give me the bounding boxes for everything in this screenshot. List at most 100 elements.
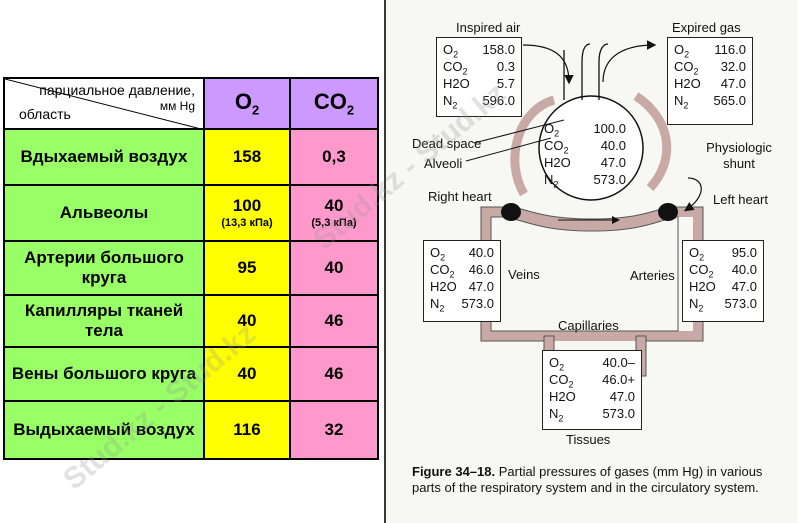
gas-name: O2 xyxy=(549,355,565,373)
physiologic-shunt-arc xyxy=(510,95,556,197)
gas-row: CO2 32.0 xyxy=(674,58,746,77)
gas-row: H2O 47.0 xyxy=(689,278,757,295)
gas-name: N2 xyxy=(430,296,445,314)
gas-value: 47.0 xyxy=(600,155,626,170)
alveolus-circle xyxy=(538,95,644,201)
gas-value: 0.3 xyxy=(496,59,515,74)
gas-value: 47.0 xyxy=(609,389,635,404)
respiratory-figure: Inspired air Expired gas Dead space Alve… xyxy=(384,0,797,523)
row-region-exhaled-air: Выдыхаемый воздух xyxy=(4,401,204,459)
right-heart-node xyxy=(501,203,521,221)
gas-value: 40.0 xyxy=(600,138,626,153)
gas-name: N2 xyxy=(544,172,559,190)
label-expired-gas: Expired gas xyxy=(672,20,741,35)
gas-value: 573.0 xyxy=(593,172,626,187)
label-capillaries: Capillaries xyxy=(558,318,619,333)
gas-value: 95.0 xyxy=(731,245,757,260)
row-o2-alveoli: 100(13,3 кПа) xyxy=(204,185,290,241)
gas-value: 32.0 xyxy=(720,59,746,74)
gas-name: CO2 xyxy=(430,262,455,280)
co2-column-header: CO2 xyxy=(290,78,378,129)
label-alveoli: Alveoli xyxy=(424,156,463,171)
gas-row: H2O 47.0 xyxy=(549,388,635,405)
gas-name: O2 xyxy=(544,121,560,139)
row-region-tissue-capillaries: Капилляры тканей тела xyxy=(4,295,204,347)
row-region-systemic-arteries: Артерии большого круга xyxy=(4,241,204,295)
o2-column-header: O2 xyxy=(204,78,290,129)
gas-value: 573.0 xyxy=(724,296,757,311)
row-region-inhaled-air: Вдыхаемый воздух xyxy=(4,129,204,185)
partial-pressure-table: парциальное давление, мм Hg область O2 C… xyxy=(3,77,379,460)
gas-value: 46.0+ xyxy=(602,372,635,387)
label-left-heart: Left heart xyxy=(713,192,768,207)
gas-value: 596.0 xyxy=(482,93,515,108)
gas-value: 116.0 xyxy=(714,42,746,57)
row-region-alveoli: Альвеолы xyxy=(4,185,204,241)
gas-name: O2 xyxy=(674,42,690,60)
row-region-systemic-veins: Вены большого круга xyxy=(4,347,204,401)
gas-name: CO2 xyxy=(674,59,699,77)
row-co2-alveoli: 40(5,3 кПа) xyxy=(290,185,378,241)
figure-caption: Figure 34–18. Partial pressures of gases… xyxy=(412,464,792,497)
gas-name: CO2 xyxy=(549,372,574,390)
gas-name: H2O xyxy=(689,279,716,294)
gas-value: 40.0– xyxy=(602,355,635,370)
left-heart-node xyxy=(658,203,678,221)
gas-value: 5.7 xyxy=(496,76,515,91)
gas-name: N2 xyxy=(674,93,689,111)
gas-value: 573.0 xyxy=(602,406,635,421)
gas-name: CO2 xyxy=(443,59,468,77)
gas-value: 46.0 xyxy=(468,262,494,277)
gas-row: CO2 0.3 xyxy=(443,58,515,77)
gas-row: CO2 46.0 xyxy=(430,261,494,280)
gas-value: 47.0 xyxy=(468,279,494,294)
label-dead-space: Dead space xyxy=(412,136,482,151)
gas-name: H2O xyxy=(549,389,576,404)
gas-name: H2O xyxy=(443,76,470,91)
label-inspired-air: Inspired air xyxy=(456,20,521,35)
gas-value: 100.0 xyxy=(593,121,626,136)
row-o2-tissue-capillaries: 40 xyxy=(204,295,290,347)
caption-text: Partial pressures of gases (mm Hg) in va… xyxy=(412,464,763,496)
gas-row: O2 40.0– xyxy=(549,354,635,373)
diagonal-divider xyxy=(5,79,205,130)
gas-value: 47.0 xyxy=(731,279,757,294)
row-co2-tissue-capillaries: 46 xyxy=(290,295,378,347)
gas-name: H2O xyxy=(544,155,571,170)
row-co2-inhaled-air: 0,3 xyxy=(290,129,378,185)
caption-title: Figure 34–18. xyxy=(412,464,496,479)
label-right-heart: Right heart xyxy=(428,189,492,204)
gas-row: H2O 5.7 xyxy=(443,75,515,92)
region-label: область xyxy=(19,105,71,122)
row-co2-systemic-veins: 46 xyxy=(290,347,378,401)
gas-name: N2 xyxy=(549,406,564,424)
label-veins: Veins xyxy=(508,267,540,282)
gas-row: O2 40.0 xyxy=(430,244,494,263)
gas-name: O2 xyxy=(430,245,446,263)
gas-name: N2 xyxy=(689,296,704,314)
gas-value: 565.0 xyxy=(713,93,746,108)
gas-row: N2 573.0 xyxy=(549,405,635,424)
partial-pressure-label: парциальное давление, мм Hg xyxy=(39,82,195,113)
gas-row: H2O 47.0 xyxy=(544,154,626,171)
gas-row: N2 573.0 xyxy=(689,295,757,314)
gas-value: 40.0 xyxy=(468,245,494,260)
header-corner-cell: парциальное давление, мм Hg область xyxy=(4,78,205,130)
gas-name: O2 xyxy=(443,42,459,60)
row-co2-exhaled-air: 32 xyxy=(290,401,378,459)
gas-value: 47.0 xyxy=(720,76,746,91)
